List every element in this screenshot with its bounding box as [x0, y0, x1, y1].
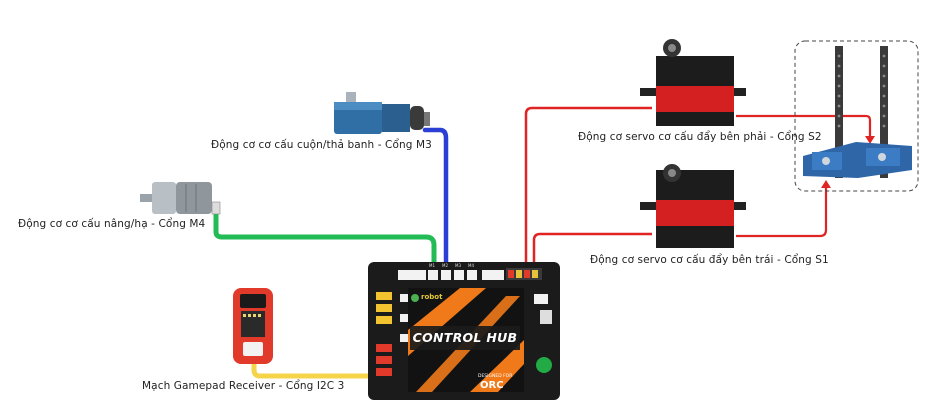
- wire-servo-s1-out: [736, 186, 828, 238]
- wire-m3: [422, 127, 449, 268]
- control-hub: [368, 262, 560, 400]
- servo-s1: [640, 164, 746, 248]
- wire-servo-s2-out: [736, 114, 872, 138]
- hub-designed-for: DESIGNED FOR: [478, 374, 513, 379]
- arrow-s2: [865, 136, 875, 144]
- push-mechanism: [794, 40, 919, 192]
- hub-port-m2: M2: [442, 263, 448, 268]
- wire-m4: [213, 209, 437, 268]
- hub-title: CONTROL HUB: [412, 330, 518, 345]
- arrow-s1: [821, 180, 831, 188]
- wire-servo-s2: [524, 106, 652, 265]
- hub-logo: robot: [421, 293, 443, 301]
- wire-servo-s1: [532, 232, 652, 265]
- hub-port-m3: M3: [455, 263, 461, 268]
- label-motor-m3: Động cơ cơ cấu cuộn/thả banh - Cổng M3: [211, 139, 432, 151]
- gamepad-receiver: [233, 288, 273, 364]
- hub-brand: ORC: [480, 380, 504, 391]
- label-gamepad: Mạch Gamepad Receiver - Cổng I2C 3: [142, 380, 345, 392]
- hub-port-m4: M4: [468, 263, 474, 268]
- motor-m4: [140, 182, 221, 215]
- hub-port-m1: M1: [429, 263, 435, 268]
- label-servo-s1: Động cơ servo cơ cấu đẩy bên trái - Cổng…: [590, 254, 829, 266]
- wire-i2c: [251, 360, 368, 379]
- servo-s2: [640, 39, 746, 126]
- label-motor-m4: Động cơ cơ cấu nâng/hạ - Cổng M4: [18, 218, 206, 230]
- motor-m3: [334, 92, 430, 134]
- label-servo-s2: Động cơ servo cơ cấu đẩy bên phải - Cổng…: [578, 131, 822, 143]
